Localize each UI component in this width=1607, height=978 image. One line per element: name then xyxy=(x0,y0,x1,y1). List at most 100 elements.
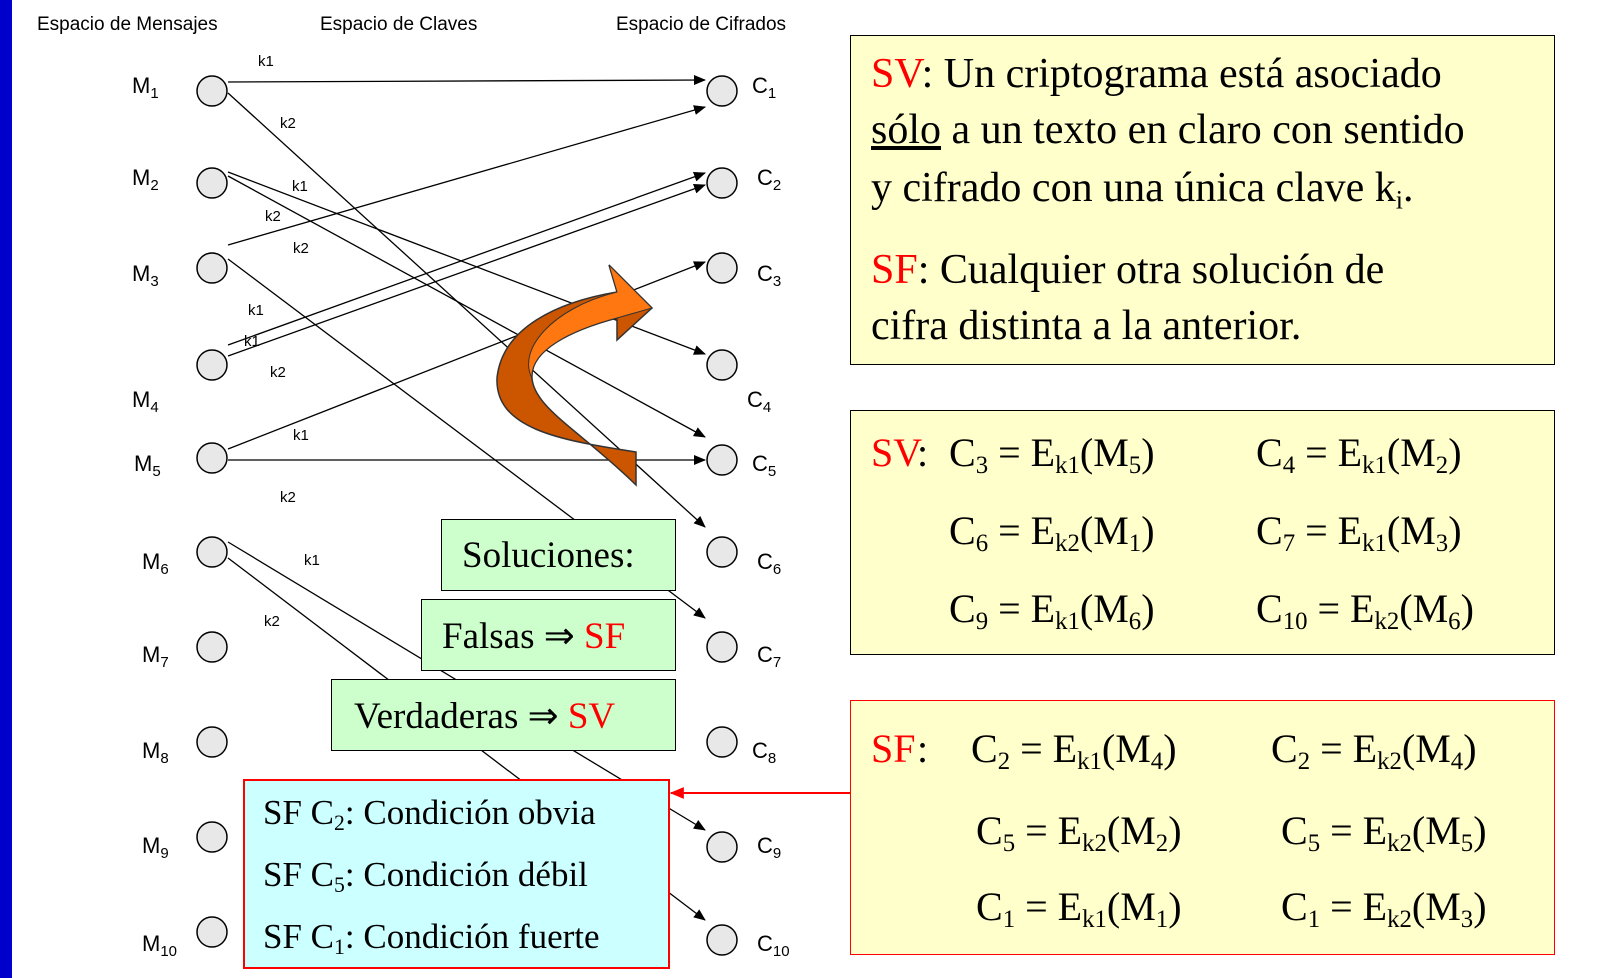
falsas-label: Falsas ⇒ xyxy=(442,616,585,657)
verdaderas-box: Verdaderas ⇒ SV xyxy=(331,679,676,751)
equation: C3 = Ek1(M5) xyxy=(949,430,1155,479)
mapping-arrow xyxy=(227,172,706,346)
equation: C2 = Ek2(M4) xyxy=(1271,726,1477,775)
key-label: k1 xyxy=(292,178,308,195)
equation: C4 = Ek1(M2) xyxy=(1256,430,1462,479)
equation: C5 = Ek2(M2) xyxy=(976,808,1182,857)
equation: C10 = Ek2(M6) xyxy=(1256,586,1474,635)
cipher-label: C8 xyxy=(752,738,776,767)
cipher-mapping-diagram: Espacio de Mensajes Espacio de Claves Es… xyxy=(37,14,852,960)
curved-arrow-highlight xyxy=(528,264,653,379)
cipher-label: C9 xyxy=(757,833,781,862)
mapping-arrow xyxy=(227,175,706,438)
cipher-node xyxy=(706,252,738,284)
key-label: k1 xyxy=(258,53,274,70)
sv-equations-box: SV : C3 = Ek1(M5)C4 = Ek1(M2)C6 = Ek2(M1… xyxy=(850,410,1555,655)
falsas-box: Falsas ⇒ SF xyxy=(421,599,676,671)
equation: C7 = Ek1(M3) xyxy=(1256,508,1462,557)
sf-condition: SF C5: Condición débil xyxy=(263,855,588,898)
cipher-label: C10 xyxy=(757,931,790,960)
message-node xyxy=(196,536,228,568)
sf-eq-abbr: SF xyxy=(871,726,916,771)
message-label: M2 xyxy=(132,165,159,194)
message-label: M10 xyxy=(142,931,177,960)
message-label: M7 xyxy=(142,642,169,671)
header-mensajes: Espacio de Mensajes xyxy=(37,14,218,35)
message-label: M8 xyxy=(142,738,169,767)
cipher-label: C7 xyxy=(757,642,781,671)
mapping-arrow xyxy=(227,105,706,246)
key-label: k2 xyxy=(264,613,280,630)
key-label: k1 xyxy=(304,552,320,569)
key-label: k1 xyxy=(248,302,264,319)
cipher-node xyxy=(706,831,738,863)
cipher-node xyxy=(706,349,738,381)
cipher-node xyxy=(706,536,738,568)
sf-eq-colon: : xyxy=(917,726,929,771)
sf-conditions-box: SF C2: Condición obvia SF C5: Condición d… xyxy=(243,779,670,969)
cipher-label: C6 xyxy=(757,549,781,578)
header-claves: Espacio de Claves xyxy=(320,14,477,35)
equation: C5 = Ek2(M5) xyxy=(1281,808,1487,857)
falsas-abbr: SF xyxy=(584,616,626,657)
message-node xyxy=(196,631,228,663)
equation: C1 = Ek1(M1) xyxy=(976,884,1182,933)
key-label: k2 xyxy=(293,240,309,257)
sf-abbr: SF xyxy=(871,247,918,293)
cipher-node xyxy=(706,75,738,107)
message-label: M9 xyxy=(142,833,169,862)
cipher-node xyxy=(706,444,738,476)
message-label: M6 xyxy=(142,549,169,578)
message-node xyxy=(196,75,228,107)
sv-abbr: SV xyxy=(871,51,922,97)
message-node xyxy=(196,821,228,853)
message-label: M1 xyxy=(132,73,159,102)
equation: C9 = Ek1(M6) xyxy=(949,586,1155,635)
sv-def-line3: y cifrado con una única clave k xyxy=(871,165,1396,211)
cipher-label: C3 xyxy=(757,261,781,290)
message-node xyxy=(196,252,228,284)
equation: C2 = Ek1(M4) xyxy=(971,726,1177,775)
message-label: M4 xyxy=(132,387,159,416)
sv-def-line2: a un texto en claro con sentido xyxy=(941,107,1465,153)
sf-def-line1: : Cualquier otra solución de xyxy=(917,247,1385,293)
message-label: M5 xyxy=(134,451,161,480)
cipher-node xyxy=(706,167,738,199)
definitions-box: SV: Un criptograma está asociado sólo a … xyxy=(850,35,1555,365)
sv-def-sub: i xyxy=(1395,185,1403,215)
message-node xyxy=(196,349,228,381)
key-label: k2 xyxy=(280,115,296,132)
message-node xyxy=(196,916,228,948)
sf-def-line2: cifra distinta a la anterior. xyxy=(871,303,1302,349)
header-cifrados: Espacio de Cifrados xyxy=(616,14,786,35)
sv-def-end: . xyxy=(1403,165,1414,211)
message-node xyxy=(196,442,228,474)
sf-equations-box: SF : C2 = Ek1(M4) C2 = Ek2(M4) C5 = Ek2(M2… xyxy=(850,700,1555,955)
cipher-label: C4 xyxy=(747,387,771,416)
soluciones-title: Soluciones: xyxy=(462,535,635,576)
sv-def-solo: sólo xyxy=(871,107,942,153)
message-node xyxy=(196,167,228,199)
sv-def-line1: : Un criptograma está asociado xyxy=(921,51,1442,97)
message-node xyxy=(196,726,228,758)
cipher-node xyxy=(706,924,738,956)
soluciones-box: Soluciones: xyxy=(441,519,676,591)
equation: C6 = Ek2(M1) xyxy=(949,508,1155,557)
sf-condition: SF C1: Condición fuerte xyxy=(263,917,600,960)
key-label: k2 xyxy=(270,364,286,381)
sf-condition: SF C2: Condición obvia xyxy=(263,793,596,836)
cipher-label: C2 xyxy=(757,165,781,194)
verdaderas-label: Verdaderas ⇒ xyxy=(354,696,568,737)
slide: Espacio de Mensajes Espacio de Claves Es… xyxy=(12,0,1607,978)
equation: C1 = Ek2(M3) xyxy=(1281,884,1487,933)
key-label: k1 xyxy=(244,333,260,350)
mapping-arrow xyxy=(227,184,706,357)
key-label: k2 xyxy=(280,489,296,506)
mapping-arrow xyxy=(227,75,706,86)
cipher-node xyxy=(706,631,738,663)
key-label: k1 xyxy=(293,427,309,444)
verdaderas-abbr: SV xyxy=(567,696,616,737)
cipher-node xyxy=(706,726,738,758)
message-label: M3 xyxy=(132,261,159,290)
sv-eq-colon: : xyxy=(917,430,929,475)
